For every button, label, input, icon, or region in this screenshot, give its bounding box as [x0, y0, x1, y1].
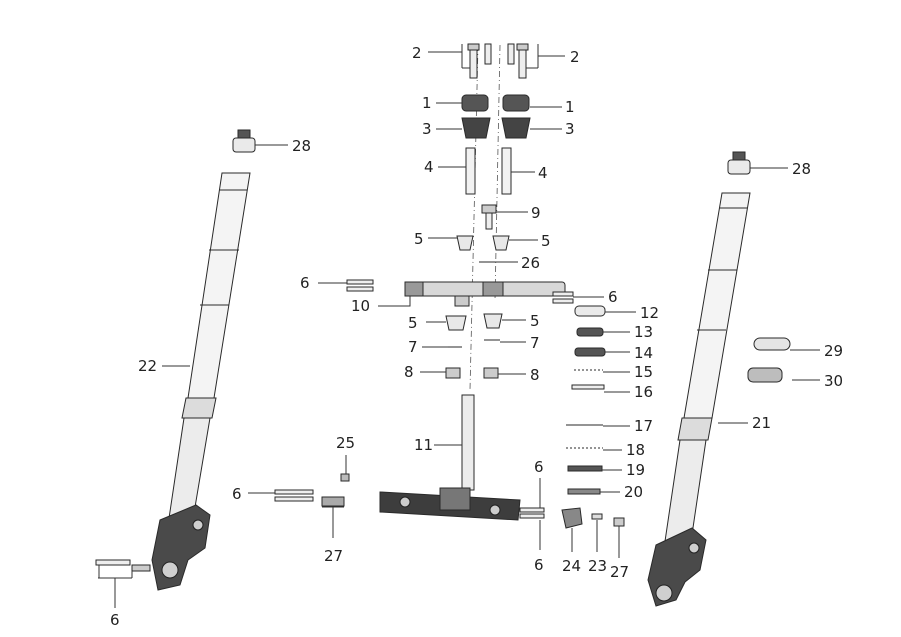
- callout-20: 20: [624, 483, 643, 501]
- lower-triple-clamp: [379, 487, 521, 521]
- small-bolt-25: [340, 473, 350, 482]
- callout-28-right: 28: [792, 160, 811, 178]
- top-bolts: [467, 43, 529, 79]
- callout-5-lower-left: 5: [408, 314, 418, 332]
- callout-30: 30: [824, 372, 843, 390]
- callout-7-right: 7: [530, 334, 540, 352]
- callout-5-lower-right: 5: [530, 312, 540, 330]
- callout-27-left: 27: [324, 547, 343, 565]
- callout-11: 11: [414, 436, 433, 454]
- steering-stem-bolt: [481, 204, 497, 230]
- rubber-bushings-lower: [445, 313, 503, 331]
- callout-23: 23: [588, 557, 607, 575]
- callout-labels: 2 2 1 1 3 3 4 4 9 5 5 26 6 6 10 5 5 7 7 …: [110, 44, 843, 629]
- callout-27-right: 27: [610, 563, 629, 581]
- callout-6-lower-bottom: 6: [534, 556, 544, 574]
- right-fork-leg: [647, 192, 751, 607]
- callout-13: 13: [634, 323, 653, 341]
- callout-2-right: 2: [570, 48, 580, 66]
- callout-10: 10: [351, 297, 370, 315]
- right-fork-top-cap: [727, 151, 751, 175]
- callout-25: 25: [336, 434, 355, 452]
- clamp-studs: [465, 147, 512, 195]
- lower-clamp-bolts: [274, 489, 545, 519]
- callout-26: 26: [521, 254, 540, 272]
- left-fork-top-cap: [232, 129, 256, 153]
- steering-head-bearing-stack: [566, 305, 606, 495]
- callout-1-left: 1: [422, 94, 432, 112]
- callout-18: 18: [626, 441, 645, 459]
- callout-5-upper-right: 5: [541, 232, 551, 250]
- callout-6-bottom-left: 6: [110, 611, 120, 629]
- callout-6-lower-top: 6: [534, 458, 544, 476]
- callout-28-left: 28: [292, 137, 311, 155]
- axle-bolt-left: [95, 559, 151, 572]
- brake-hose-bracket: [561, 507, 625, 529]
- callout-4-left: 4: [424, 158, 434, 176]
- callout-29: 29: [824, 342, 843, 360]
- callout-24: 24: [562, 557, 581, 575]
- callout-1-right: 1: [565, 98, 575, 116]
- rubber-bushings-upper: [456, 235, 510, 251]
- spare-bearings: [747, 337, 791, 383]
- upper-triple-clamp: [404, 281, 566, 307]
- leader-lines: [98, 44, 820, 608]
- callout-12: 12: [640, 304, 659, 322]
- callout-2-left: 2: [412, 44, 422, 62]
- upper-clamp-bolts: [346, 279, 574, 304]
- callout-6-upper-right: 6: [608, 288, 618, 306]
- callout-5-upper-left: 5: [414, 230, 424, 248]
- callout-17: 17: [634, 417, 653, 435]
- callout-4-right: 4: [538, 164, 548, 182]
- callout-22: 22: [138, 357, 157, 375]
- steering-stem: [461, 394, 475, 491]
- handlebar-clamps-lower: [461, 117, 531, 139]
- handlebar-clamps-upper: [461, 94, 530, 112]
- callout-16: 16: [634, 383, 653, 401]
- callout-9: 9: [531, 204, 541, 222]
- callout-15: 15: [634, 363, 653, 381]
- callout-14: 14: [634, 344, 653, 362]
- callout-7-left: 7: [408, 338, 418, 356]
- callout-6-upper-left: 6: [300, 274, 310, 292]
- callout-6-lower-left: 6: [232, 485, 242, 503]
- callout-3-left: 3: [422, 120, 432, 138]
- callout-8-left: 8: [404, 363, 414, 381]
- left-fork-leg: [151, 172, 251, 591]
- callout-21: 21: [752, 414, 771, 432]
- callout-8-right: 8: [530, 366, 540, 384]
- callout-19: 19: [626, 461, 645, 479]
- callout-3-right: 3: [565, 120, 575, 138]
